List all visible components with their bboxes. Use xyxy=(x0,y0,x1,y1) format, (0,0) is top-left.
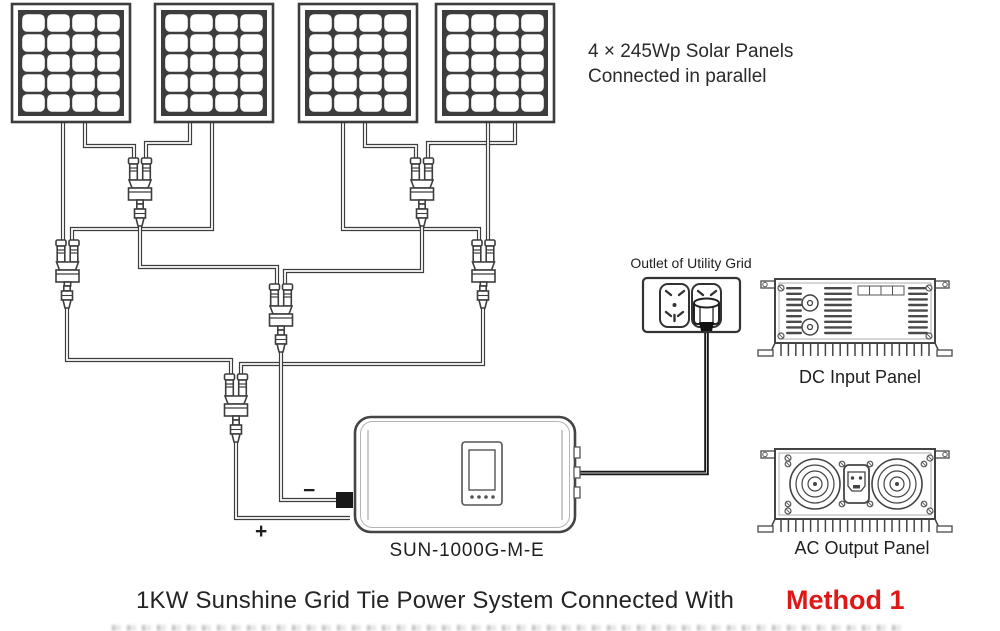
inline-connector xyxy=(60,285,74,309)
panel-array-note-line1: 4 × 245Wp Solar Panels xyxy=(588,41,793,62)
solar-panel-2 xyxy=(153,2,275,124)
y-connector-plus xyxy=(223,373,249,421)
dc-input-connector xyxy=(336,492,353,508)
inline-connector xyxy=(229,419,243,443)
dc-wiring xyxy=(60,122,518,521)
y-connector-panels-1-2 xyxy=(127,157,153,205)
inline-connector xyxy=(476,285,490,309)
inverter-display xyxy=(461,441,503,506)
ac-output-panel-label: AC Output Panel xyxy=(794,538,929,558)
y-connector-right xyxy=(471,239,496,287)
solar-panel-4 xyxy=(434,2,556,124)
cropped-text-remnant xyxy=(112,625,902,631)
ac-output-panel-view xyxy=(757,448,953,533)
diagram-caption-method: Method 1 xyxy=(786,585,905,615)
ac-cable xyxy=(579,330,709,476)
y-connector-panels-3-4 xyxy=(409,157,435,205)
dc-minus-label: − xyxy=(303,479,315,502)
inverter-model-label: SUN-1000G-M-E xyxy=(389,540,544,561)
solar-panel-3 xyxy=(297,2,419,124)
inline-connector xyxy=(133,203,147,227)
fan xyxy=(866,458,928,510)
outlet-label: Outlet of Utility Grid xyxy=(630,255,751,271)
grid-plug xyxy=(693,297,720,331)
utility-outlet xyxy=(641,276,742,334)
dc-input-panel-label: DC Input Panel xyxy=(799,367,921,387)
inline-connector xyxy=(274,329,288,353)
inverter xyxy=(336,415,581,534)
dc-input-panel-view xyxy=(757,278,953,357)
y-connector-left xyxy=(55,239,80,287)
y-connector-center xyxy=(268,283,294,331)
solar-panel-1 xyxy=(10,2,132,124)
diagram-caption: 1KW Sunshine Grid Tie Power System Conne… xyxy=(136,587,734,614)
panel-array-note-line2: Connected in parallel xyxy=(588,66,767,87)
diagram-artwork xyxy=(10,2,953,534)
inline-connector xyxy=(415,203,429,227)
iec-inlet xyxy=(843,464,870,504)
dc-plus-label: + xyxy=(255,520,267,543)
fan xyxy=(784,458,846,510)
